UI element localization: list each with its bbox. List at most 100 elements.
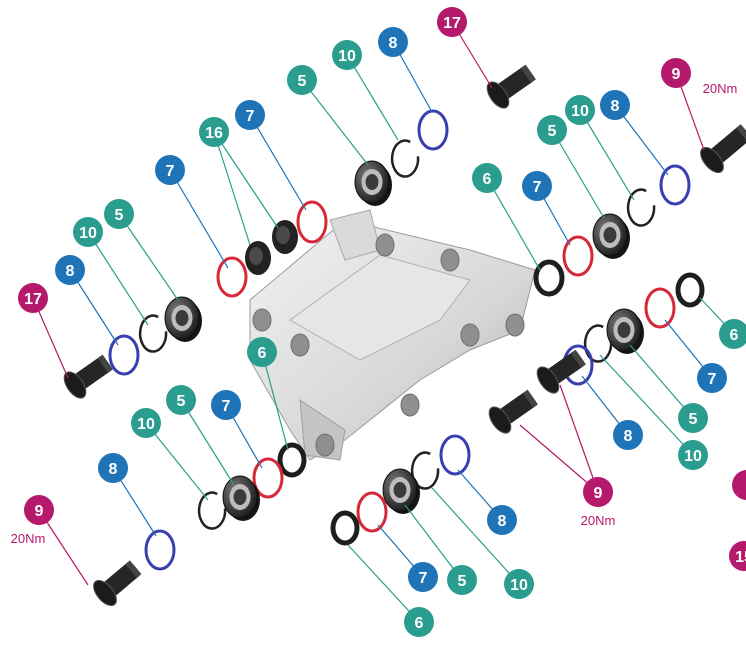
- callout-9-top-right-number: 9: [672, 66, 681, 83]
- callout-10-right-number: 10: [571, 103, 589, 120]
- callout-8-left-badge: [55, 255, 85, 285]
- callout-7-far-right: 7: [697, 363, 727, 393]
- callout-5-top-badge: [287, 65, 317, 95]
- bracket-bore-3: [400, 393, 420, 417]
- bearing-lower-bore: [393, 482, 407, 498]
- callout-15-edge-badge: [729, 541, 746, 571]
- callout-7-lower-left-number: 7: [222, 398, 231, 415]
- parts-layer: [63, 64, 746, 607]
- callout-5-lower-left-badge: [166, 385, 196, 415]
- callout-7-far-right-number: 7: [708, 371, 717, 388]
- circlip-left: [138, 314, 168, 353]
- callout-9-middle-badge: [583, 477, 613, 507]
- circlip-left-lower: [197, 491, 227, 530]
- callout-5-left-number: 5: [115, 207, 124, 224]
- callout-10-mid-right: 10: [678, 440, 708, 470]
- circlip-top: [390, 139, 420, 178]
- bearing-lower: [382, 468, 420, 514]
- callout-8-top-number: 8: [389, 35, 398, 52]
- bearing-top-bore: [365, 174, 379, 190]
- callout-15-edge: 15: [729, 541, 746, 571]
- bearing-left-lower-bore: [233, 489, 247, 505]
- callout-6-lower-leader: [261, 351, 289, 451]
- callout-edge-magenta-badge: [732, 470, 746, 500]
- callout-5-mid-right-leader: [629, 344, 694, 419]
- callout-5-left-leader: [118, 213, 179, 301]
- bushing-a-bore: [276, 226, 290, 244]
- callout-10-top-number: 10: [338, 48, 356, 65]
- axle-bolt-right-head: [700, 146, 724, 174]
- callout-6-right: 6: [472, 163, 502, 193]
- bushing-b-bore: [249, 247, 263, 265]
- callout-8-lower-left-number: 8: [109, 461, 118, 478]
- washer-lower: [439, 434, 471, 476]
- callout-8-top: 8: [378, 27, 408, 57]
- callout-5-bottom: 5: [447, 565, 477, 595]
- seal-lower: [330, 510, 360, 546]
- callout-6-bottom-number: 6: [415, 615, 424, 632]
- callout-10-lower-left-badge: [131, 408, 161, 438]
- callout-5-top-number: 5: [298, 73, 307, 90]
- callout-8-bottom-number: 8: [498, 513, 507, 530]
- pivot-bolt-left-head: [63, 371, 87, 399]
- callout-8-bottom: 8: [487, 505, 517, 535]
- pivot-bolt-left-thread: [97, 354, 113, 373]
- callout-5-bottom-badge: [447, 565, 477, 595]
- axle-bolt-mid-head: [536, 366, 560, 394]
- callout-7-left: 7: [155, 155, 185, 185]
- callout-8-lower-left-badge: [98, 453, 128, 483]
- bracket-bore-2: [290, 333, 310, 357]
- callout-7-upper: 7: [235, 100, 265, 130]
- callout-8-right-badge: [600, 90, 630, 120]
- callout-7-right: 7: [522, 171, 552, 201]
- callout-10-right: 10: [565, 95, 595, 125]
- callout-10-left-leader: [87, 231, 149, 326]
- callout-5-lower-left-leader: [180, 399, 235, 486]
- bracket-top-face: [289, 254, 471, 361]
- callout-10-right-badge: [565, 95, 595, 125]
- bearing-mid-right-bore: [617, 322, 631, 338]
- bracket-bore-5: [460, 323, 480, 347]
- oring-lower: [356, 491, 388, 533]
- callout-17-top: 17: [437, 7, 467, 37]
- callout-8-right: 8: [600, 90, 630, 120]
- oring-top: [296, 200, 328, 244]
- callout-5-mid-right-badge: [678, 403, 708, 433]
- axle-bolt-mid-thread: [570, 349, 586, 368]
- bearing-right: [592, 213, 630, 259]
- callout-5-right-leader: [551, 129, 605, 219]
- callout-9-bottom-left-badge: [24, 495, 54, 525]
- callout-5-right-badge: [537, 115, 567, 145]
- callout-5-top-leader: [301, 79, 369, 166]
- callout-5-left: 5: [104, 199, 134, 229]
- callout-6-right-badge: [472, 163, 502, 193]
- axle-bolt-mid: [536, 349, 586, 394]
- callout-8-left: 8: [55, 255, 85, 285]
- callout-7-bottom: 7: [408, 562, 438, 592]
- callout-6-right-number: 6: [483, 171, 492, 188]
- callout-17-top-number: 17: [443, 15, 461, 32]
- circlip-right: [626, 188, 656, 227]
- callout-10-lower-left-number: 10: [137, 416, 155, 433]
- callout-8-left-number: 8: [66, 263, 75, 280]
- bearing-left-lower: [222, 475, 260, 521]
- callout-8-mid-right-badge: [613, 420, 643, 450]
- callout-9-middle: 9 20Nm: [581, 477, 616, 528]
- callout-5-right-number: 5: [548, 123, 557, 140]
- bushing-a: [272, 220, 298, 254]
- washer-right: [659, 164, 691, 206]
- seal-left-lower: [277, 442, 307, 478]
- callout-9-middle-number: 9: [594, 485, 603, 502]
- pivot-bolt-top: [486, 64, 536, 109]
- callout-9-middle-torque: 20Nm: [581, 513, 616, 528]
- bearing-right-bore: [603, 227, 617, 243]
- axle-bolt-lower-head: [488, 406, 512, 434]
- callout-16: 16: [199, 117, 229, 147]
- callout-10-bottom-leader: [431, 487, 520, 585]
- callout-17-left-badge: [18, 283, 48, 313]
- bracket-bore-8: [440, 248, 460, 272]
- callout-10-lower-left: 10: [131, 408, 161, 438]
